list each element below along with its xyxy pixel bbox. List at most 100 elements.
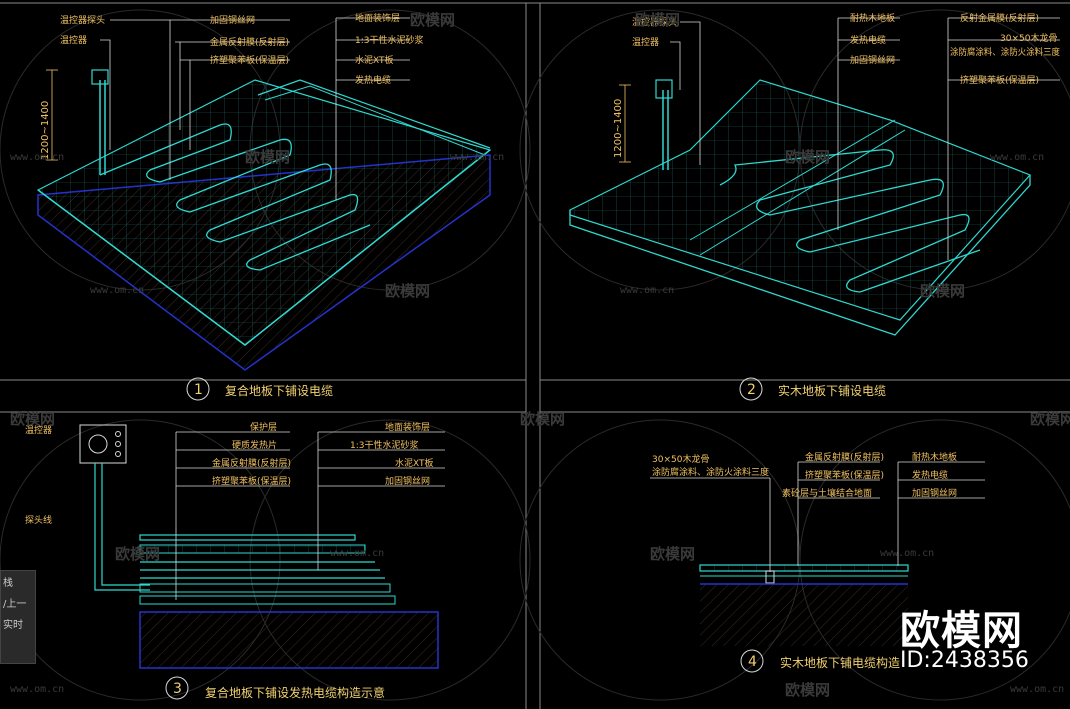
panel-3-label-probe-wire: 探头线: [25, 514, 52, 526]
panel-3-label-mortar: 1:3干性水泥砂浆: [350, 439, 419, 451]
side-command-panel[interactable]: 栈 /上一 实时: [0, 570, 36, 664]
panel-3-number-circle: [165, 676, 189, 700]
panel-3-label-mesh: 加固钢丝网: [385, 475, 430, 487]
watermark-url: www.om.cn: [880, 548, 934, 559]
panel-3-caption: 复合地板下铺设发热电缆构造示意: [205, 685, 385, 700]
panel-3-button-icon-1: [115, 431, 121, 437]
panel-4-wood-layer: [699, 564, 909, 572]
panel-3-label-finish: 地面装饰层: [385, 421, 430, 433]
panel-1-leaders: [100, 17, 410, 200]
panel-2-caption: 实木地板下铺设电缆: [778, 383, 886, 398]
panel-1-heating-cable: [99, 123, 371, 271]
watermark-group: 欧模网 欧模网 欧模网 欧模网 欧模网 欧模网 欧模网 欧模网 欧模网 欧模网 …: [10, 11, 1070, 699]
panel-1-label-board: 水泥XT板: [355, 54, 394, 66]
panel-2-label-insul: 挤塑聚苯板(保温层): [960, 74, 1039, 86]
panel-4-label-reflect: 金属反射膜(反射层): [805, 451, 884, 463]
watermark-text: 欧模网: [785, 681, 830, 699]
panel-4-label-coating: 涂防腐涂料、涂防火涂料三度: [652, 466, 769, 478]
watermark-url: www.om.cn: [90, 285, 144, 296]
panel-2-heating-cable: [719, 149, 981, 293]
panel-3-probe-wire: [94, 463, 150, 591]
watermark-text: 欧模网: [10, 410, 55, 428]
watermark-text: 欧模网: [115, 545, 160, 563]
watermark-text: 欧模网: [385, 282, 430, 300]
panel-2-floor-top: [569, 79, 1032, 321]
panel-2-dimension: 1200~1400: [613, 99, 624, 158]
watermark-url: www.om.cn: [990, 152, 1044, 163]
panel-3-layer-protect: [139, 534, 356, 541]
panel-1-label-reflect: 金属反射膜(反射层): [210, 36, 289, 48]
panel-2-number: 2: [747, 382, 756, 398]
watermark-url: www.om.cn: [450, 152, 504, 163]
panel-1-label-mesh: 加固钢丝网: [210, 14, 255, 26]
panel-4-label-mesh: 加固钢丝网: [912, 487, 957, 499]
panel-2-leaders: [670, 17, 1060, 260]
panel-2-label-coating: 涂防腐涂料、涂防火涂料三度: [950, 46, 1060, 58]
watermark-url: www.om.cn: [10, 152, 64, 163]
panel-2-label-joist: 30×50木龙骨: [1000, 32, 1057, 44]
panel-1-thermostat-icon: [91, 69, 109, 85]
watermark-text: 欧模网: [1030, 410, 1070, 428]
panel-1-top-layer-2: [264, 85, 486, 156]
panel-4-slab: [700, 584, 908, 646]
watermark-text: 欧模网: [785, 148, 830, 166]
side-command-item[interactable]: 栈: [3, 578, 13, 589]
panel-4-label-cable: 发热电缆: [912, 469, 948, 481]
panel-4-label-insul: 挤塑聚苯板(保温层): [805, 469, 884, 481]
watermark-text: 欧模网: [920, 282, 965, 300]
panel-3-label-insul: 挤塑聚苯板(保温层): [212, 475, 291, 487]
panel-2-board-line: [689, 119, 896, 241]
panel-3-probe-wire-2: [101, 463, 150, 586]
panel-2-label-reflect: 反射金属膜(反射层): [960, 12, 1039, 24]
panel-2-label-cable: 发热电缆: [850, 34, 886, 46]
watermark-url: www.om.cn: [330, 548, 384, 559]
watermark-text: 欧模网: [245, 148, 290, 166]
panel-1-label-finish: 地面装饰层: [355, 12, 400, 24]
panel-3-dial-icon: [88, 434, 108, 454]
panel-3-button-icon-3: [115, 451, 121, 457]
panel-3-slab: [139, 611, 439, 669]
watermark-text: 欧模网: [520, 410, 565, 428]
panel-4-caption: 实木地板下铺电缆构造: [780, 655, 900, 670]
panel-1-label-probe: 温控器探头: [60, 14, 105, 26]
panel-4-joist: [765, 570, 775, 584]
panel-4-leaders: [650, 461, 985, 572]
watermark-text: 欧模网: [410, 11, 455, 29]
panel-2-number-circle: [739, 377, 763, 401]
panel-1-caption: 复合地板下铺设电缆: [225, 383, 333, 398]
panel-1-number: 1: [194, 382, 203, 398]
panel-3-label-thermostat: 温控器: [25, 424, 52, 436]
panel-2-front-edge: [569, 175, 1031, 336]
panel-4-label-wood: 耐热木地板: [912, 451, 957, 463]
panel-3-layer-heater: [139, 544, 366, 554]
watermark-url: www.om.cn: [10, 684, 64, 695]
panel-4-label-concrete: 素砼层与土壤结合地面: [782, 487, 872, 499]
brand-id: ID:2438356: [900, 648, 1029, 673]
panel-1-top-layer: [257, 79, 491, 149]
panel-3-layer-insul: [139, 583, 391, 593]
brand-logo-text: 欧模网: [900, 608, 1023, 654]
panel-3-leaders: [175, 431, 445, 600]
panel-2-label-wood: 耐热木地板: [850, 12, 895, 24]
panel-4-number-circle: [740, 649, 764, 673]
panel-4-diagram: [650, 461, 985, 673]
panel-3-label-heater: 硬质发热片: [232, 439, 277, 451]
side-command-item[interactable]: 实时: [3, 620, 23, 631]
panel-1-label-mortar: 1:3干性水泥砂浆: [355, 34, 424, 46]
watermark-text: 欧模网: [635, 11, 680, 29]
panel-3-diagram: [79, 424, 445, 700]
panel-3-label-board: 水泥XT板: [395, 457, 434, 469]
watermark-url: www.om.cn: [620, 285, 674, 296]
panel-1-diagram: [36, 17, 492, 401]
panel-1-label-cable: 发热电缆: [355, 74, 391, 86]
panel-3-label-protect: 保护层: [250, 421, 277, 433]
panel-3-number: 3: [173, 681, 182, 697]
panel-4-number: 4: [748, 654, 757, 670]
side-command-item[interactable]: /上一: [3, 599, 27, 610]
panel-2-label-mesh: 加固钢丝网: [850, 54, 895, 66]
panel-1-label-insul: 挤塑聚苯板(保温层): [210, 54, 289, 66]
panel-3-thermostat-icon: [79, 424, 127, 464]
panel-1-number-circle: [186, 377, 210, 401]
